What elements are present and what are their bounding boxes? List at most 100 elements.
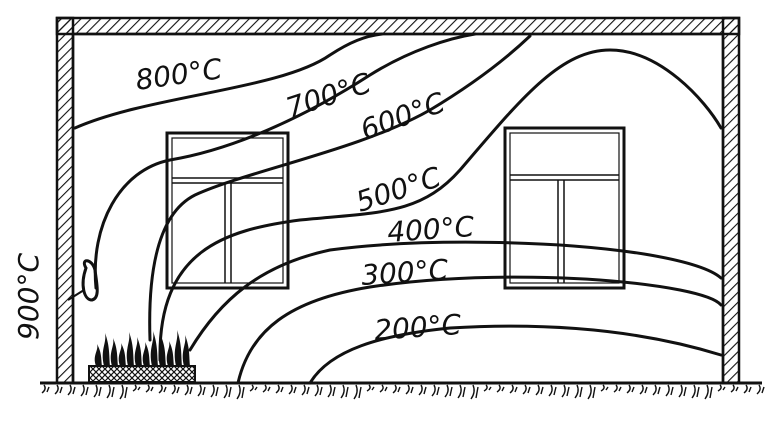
ground-tick bbox=[639, 384, 648, 395]
ground-tick bbox=[548, 384, 557, 397]
label-900: 900°C bbox=[12, 253, 45, 340]
ground-tick bbox=[236, 384, 245, 400]
isotherm-900 bbox=[81, 259, 99, 302]
ground-tick bbox=[379, 384, 388, 393]
room-walls bbox=[55, 16, 741, 385]
ground-tick bbox=[158, 384, 167, 394]
ground-tick bbox=[366, 384, 375, 392]
ground-tick bbox=[418, 384, 427, 396]
flame-tongue bbox=[118, 343, 126, 366]
isotherm-400 bbox=[188, 240, 723, 352]
ground-tick bbox=[730, 384, 739, 393]
ground-tick bbox=[626, 384, 635, 394]
ground-tick bbox=[93, 384, 102, 398]
floor bbox=[40, 381, 765, 400]
flame-tongue bbox=[134, 337, 142, 366]
ground-hatching bbox=[41, 384, 765, 400]
isotherm-500 bbox=[158, 48, 723, 362]
fire-source bbox=[67, 259, 196, 383]
flame-tongue bbox=[166, 341, 174, 366]
ground-tick bbox=[431, 384, 440, 397]
ground-tick bbox=[301, 384, 310, 396]
ground-tick bbox=[704, 384, 713, 400]
label-300: 300°C bbox=[360, 253, 450, 292]
ground-tick bbox=[145, 384, 154, 393]
ground-tick bbox=[327, 384, 336, 398]
left-window bbox=[165, 131, 290, 290]
ground-tick bbox=[132, 384, 141, 392]
label-900-pointer bbox=[67, 289, 85, 301]
ground-tick bbox=[80, 384, 89, 397]
flame-tongue bbox=[94, 344, 102, 366]
ground-tick bbox=[288, 384, 297, 395]
ground-tick bbox=[262, 384, 271, 393]
ground-tick bbox=[470, 384, 479, 400]
flame-tongue bbox=[150, 331, 158, 366]
ground-tick bbox=[574, 384, 583, 399]
ground-tick bbox=[275, 384, 284, 394]
ground-tick bbox=[691, 384, 700, 399]
ground-tick bbox=[756, 384, 765, 395]
ground-tick bbox=[405, 384, 414, 395]
ground-tick bbox=[743, 384, 752, 394]
ground-tick bbox=[652, 384, 661, 396]
ground-tick bbox=[353, 384, 362, 400]
ground-tick bbox=[119, 384, 128, 400]
ground-tick bbox=[522, 384, 531, 395]
isotherm-700 bbox=[93, 32, 477, 290]
label-500: 500°C bbox=[352, 160, 445, 218]
ground-tick bbox=[67, 384, 76, 396]
flame-tongue bbox=[110, 338, 118, 366]
ground-tick bbox=[223, 384, 232, 399]
isotherm-800 bbox=[73, 32, 384, 130]
left-wall bbox=[55, 16, 75, 385]
right-wall bbox=[721, 16, 741, 385]
flame-tongue bbox=[174, 330, 182, 366]
ground-tick bbox=[600, 384, 609, 392]
ground-tick bbox=[184, 384, 193, 396]
flame-tongue bbox=[182, 335, 190, 366]
ground-tick bbox=[509, 384, 518, 394]
ground-tick bbox=[197, 384, 206, 397]
ground-tick bbox=[171, 384, 180, 395]
ceiling-wall bbox=[55, 16, 741, 36]
label-400: 400°C bbox=[386, 210, 476, 249]
isotherm-600 bbox=[148, 34, 532, 342]
flame-tongue bbox=[102, 333, 110, 366]
ground-tick bbox=[587, 384, 596, 400]
ground-tick bbox=[496, 384, 505, 393]
ground-tick bbox=[41, 384, 50, 394]
isotherm-300 bbox=[236, 275, 723, 385]
right-window-frame bbox=[503, 126, 626, 290]
flames bbox=[94, 330, 190, 366]
isotherm-200 bbox=[308, 324, 723, 385]
ground-tick bbox=[54, 384, 63, 395]
left-window-frame bbox=[165, 131, 290, 290]
isotherms bbox=[73, 32, 723, 385]
ground-tick bbox=[457, 384, 466, 399]
ground-tick bbox=[535, 384, 544, 396]
ground-tick bbox=[561, 384, 570, 398]
ground-tick bbox=[444, 384, 453, 398]
label-200: 200°C bbox=[373, 308, 463, 347]
ground-tick bbox=[483, 384, 492, 392]
ground-tick bbox=[249, 384, 258, 392]
ground-tick bbox=[665, 384, 674, 397]
grate bbox=[88, 365, 196, 383]
ground-tick bbox=[678, 384, 687, 398]
ground-tick bbox=[717, 384, 726, 392]
right-window bbox=[503, 126, 626, 290]
flame-tongue bbox=[158, 336, 166, 366]
flame-tongue bbox=[126, 332, 134, 366]
label-800: 800°C bbox=[133, 52, 224, 97]
ground-tick bbox=[613, 384, 622, 393]
ground-tick bbox=[340, 384, 349, 399]
temperature-labels: 800°C 700°C 600°C 500°C 400°C 300°C 200°… bbox=[12, 52, 476, 347]
flame-tongue bbox=[142, 342, 150, 366]
ground-tick bbox=[314, 384, 323, 397]
ground-tick bbox=[210, 384, 219, 398]
ground-tick bbox=[392, 384, 401, 394]
ground-tick bbox=[106, 384, 115, 399]
